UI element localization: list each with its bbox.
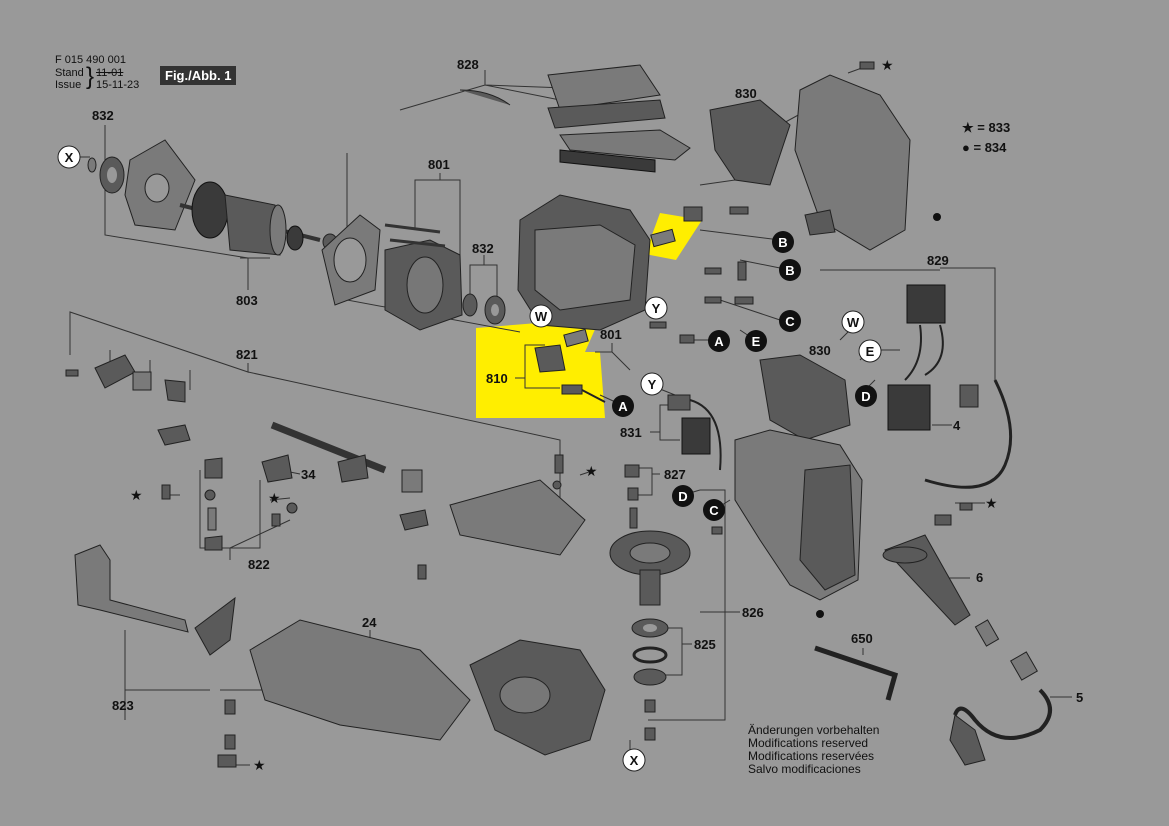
part-5-power-cord (949, 619, 1052, 766)
label-650: 650 (851, 631, 873, 646)
label-6: 6 (976, 570, 983, 585)
label-829: 829 (927, 253, 949, 268)
brace: } (86, 63, 95, 90)
connector-x1: X (65, 150, 74, 165)
connector-d2: D (678, 489, 687, 504)
star-icon: ★ (268, 490, 281, 506)
label-828: 828 (457, 57, 479, 72)
modification-notes: Änderungen vorbehalten Modifications res… (748, 724, 879, 776)
connector-b1: B (778, 235, 787, 250)
part-fan-baffle (124, 139, 196, 231)
part-830-housing-top (709, 74, 911, 251)
connector-b2: B (785, 263, 794, 278)
label-801-top: 801 (428, 157, 450, 172)
legend-dot: ● = 834 (962, 140, 1006, 155)
part-821-plunger (94, 354, 586, 556)
label-5: 5 (1076, 690, 1083, 705)
label-832-top: 832 (92, 108, 114, 123)
label-830-mid: 830 (809, 343, 831, 358)
part-829-switch (887, 284, 1013, 489)
part-34-clamp (261, 454, 293, 483)
label-830-top: 830 (735, 86, 757, 101)
label-821: 821 (236, 347, 258, 362)
label-24: 24 (362, 615, 377, 630)
part-number-labels: 828 830 832 801 832 803 829 821 801 810 … (92, 57, 1083, 713)
part-825-bearings (631, 618, 669, 741)
part-handle-body (734, 429, 863, 601)
connector-a2: A (618, 399, 628, 414)
connector-d1: D (861, 389, 870, 404)
part-screws (65, 61, 973, 580)
part-6-cable-sleeve (882, 534, 971, 626)
note-line: Salvo modificaciones (748, 762, 861, 776)
issue-value: 15-11-23 (96, 79, 140, 91)
part-motor-housing (517, 194, 651, 331)
label-831: 831 (620, 425, 642, 440)
dot-icon (933, 213, 941, 221)
dot-icon: ● (962, 140, 970, 155)
connector-w2: W (847, 315, 860, 330)
doc-number: F 015 490 001 (55, 54, 126, 66)
label-810: 810 (486, 371, 508, 386)
stand-value: 11-01 (96, 67, 124, 79)
legend-dot-value: = 834 (973, 140, 1007, 155)
star-icon: ★ (585, 463, 598, 479)
connector-e1: E (752, 334, 761, 349)
label-832-mid: 832 (472, 241, 494, 256)
issue-label: Issue (55, 79, 82, 91)
part-823-shoe (74, 544, 237, 768)
figure-badge: Fig./Abb. 1 (160, 66, 237, 85)
stand-label: Stand (55, 67, 84, 79)
part-24-gear-housing (249, 619, 606, 756)
part-803-armature (179, 181, 338, 256)
label-823: 823 (112, 698, 134, 713)
part-brush-holders (534, 206, 754, 403)
dot-icon (816, 610, 824, 618)
star-icon: ★ (253, 757, 266, 773)
star-icon: ★ (985, 495, 998, 511)
connector-y2: Y (648, 377, 657, 392)
part-832-bearing (87, 156, 125, 194)
part-830-housing-mid (759, 354, 851, 441)
connector-badges: X X B B C C A A E E W W Y Y D D (57, 145, 882, 772)
star-icon: ★ (962, 120, 974, 135)
connector-x2: X (630, 753, 639, 768)
legend-star: ★ = 833 (962, 120, 1010, 136)
part-650-hex-key (814, 645, 899, 701)
star-icon: ★ (130, 487, 143, 503)
marker-dots (816, 213, 941, 618)
connector-y1: Y (652, 301, 661, 316)
connector-w1: W (535, 309, 548, 324)
part-801-stator (321, 214, 463, 331)
part-832-bearings-mid (462, 293, 506, 325)
marker-stars: ★ ★ ★ ★ ★ ★ (130, 57, 998, 773)
part-822-parts (204, 457, 298, 551)
legend-star-value: = 833 (977, 120, 1011, 135)
label-822: 822 (248, 557, 270, 572)
connector-e2: E (866, 344, 875, 359)
label-4: 4 (953, 418, 961, 433)
connector-a1: A (714, 334, 724, 349)
note-line: Modifications reserved (748, 736, 869, 750)
part-828-covers (459, 64, 691, 173)
note-line: Änderungen vorbehalten (748, 723, 880, 737)
note-line: Modifications reservées (748, 749, 875, 763)
connector-c1: C (785, 314, 795, 329)
star-icon: ★ (881, 57, 894, 73)
label-826: 826 (742, 605, 764, 620)
label-803: 803 (236, 293, 258, 308)
label-825: 825 (694, 637, 716, 652)
connector-c2: C (709, 503, 719, 518)
label-801-mid: 801 (600, 327, 622, 342)
part-826-gear (609, 530, 691, 606)
part-831-capacitor (667, 394, 722, 471)
label-34: 34 (301, 467, 316, 482)
label-827: 827 (664, 467, 686, 482)
